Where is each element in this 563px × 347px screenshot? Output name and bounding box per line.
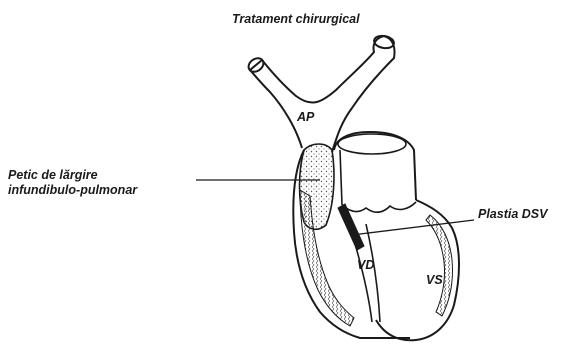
- vsd-leader-line: [352, 220, 474, 235]
- aortic-opening: [338, 134, 406, 154]
- label-rv: VD: [357, 258, 374, 272]
- label-patch-line1: Petic de lărgire: [8, 168, 137, 183]
- label-vsd-repair: Plastia DSV: [478, 207, 547, 221]
- label-patch-line2: infundibulo-pulmonar: [8, 183, 137, 198]
- septal-cusps: [342, 202, 416, 212]
- label-ap: AP: [297, 110, 314, 124]
- aortic-left-wall: [340, 150, 342, 205]
- aortic-root: [334, 132, 416, 200]
- figure-title: Tratament chirurgical: [232, 12, 360, 26]
- label-patch: Petic de lărgire infundibulo-pulmonar: [8, 168, 137, 198]
- label-lv: VS: [426, 273, 443, 287]
- septum-right-edge: [366, 224, 380, 322]
- lv-inner-wall: [426, 215, 453, 316]
